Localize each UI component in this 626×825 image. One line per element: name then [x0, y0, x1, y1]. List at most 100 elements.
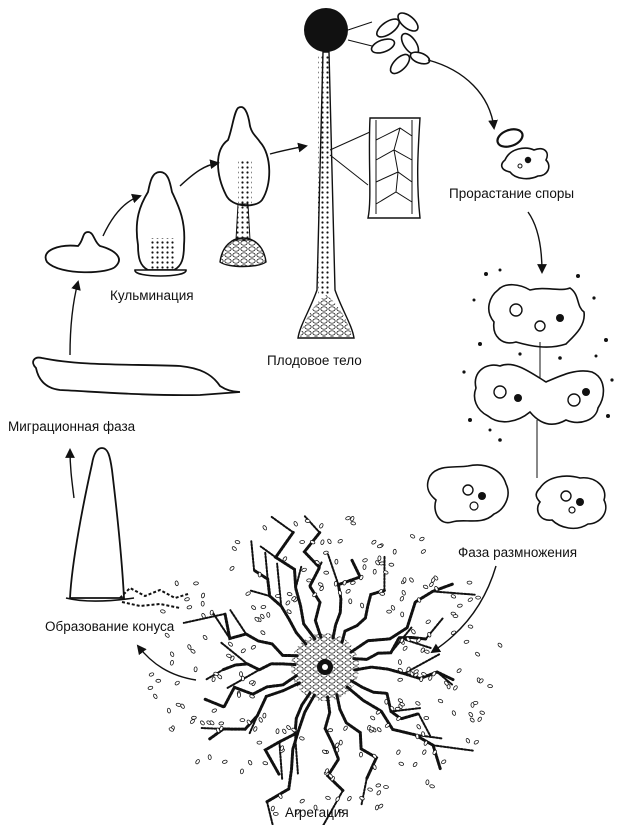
amoeba-cell: [375, 804, 379, 811]
amoeba-cell: [371, 539, 377, 545]
amoeba-cell: [164, 632, 170, 638]
amoeba-cell: [337, 590, 343, 596]
amoeba-cell: [422, 584, 429, 589]
amoeba-cell: [369, 726, 375, 731]
amoeba-cell: [201, 613, 206, 619]
aggregation-branch: [269, 515, 295, 534]
amoeba-cell: [376, 727, 382, 733]
amoeba-cell: [200, 600, 205, 607]
amoeba-cell: [202, 635, 208, 640]
amoeba-cell: [193, 666, 198, 673]
amoeba-cell: [457, 603, 463, 608]
amoeba-cell: [379, 591, 386, 596]
amoeba-cell: [338, 739, 343, 746]
amoeba-cell: [399, 702, 405, 707]
amoeba-cell: [348, 598, 353, 605]
cycle-arrows: [65, 59, 547, 681]
amoeba-cell: [337, 809, 344, 814]
amoeba-cell: [475, 595, 481, 600]
amoeba-cell: [413, 669, 419, 674]
amoeba-cell: [375, 783, 382, 788]
amoeba-cell: [319, 523, 324, 529]
amoeba-cell: [431, 577, 436, 583]
label-aggregation: Агрегация: [285, 805, 349, 820]
amoeba-cell: [253, 726, 258, 732]
aggregation-stream: [222, 662, 297, 672]
amoeba-cell: [174, 680, 180, 686]
amoeba-cell: [291, 596, 297, 602]
amoeba-cell: [334, 558, 339, 565]
amoeba-cell: [248, 680, 255, 685]
amoeba-cell: [160, 609, 166, 614]
amoeba-cell: [169, 660, 174, 666]
amoeba-cell: [211, 708, 217, 713]
amoeba-cell: [222, 759, 228, 764]
amoeba-cell: [478, 678, 484, 684]
aggregation-branch: [259, 545, 277, 559]
amoeba-cell: [187, 644, 192, 650]
amoeba-cell: [412, 761, 418, 768]
amoeba-cell: [270, 805, 275, 812]
amoeba-cell: [347, 796, 352, 802]
aggregation-branch: [294, 732, 299, 775]
label-migration-phase: Миграционная фаза: [8, 419, 136, 434]
amoeba-cell: [398, 761, 405, 766]
aggregation-branch: [182, 612, 226, 624]
aggregation-stream: [335, 693, 379, 781]
amoeba-cell: [402, 577, 407, 583]
amoeba-cell: [419, 676, 424, 682]
amoeba-cell: [174, 580, 179, 587]
amoeba-cell: [314, 559, 320, 565]
amoeba-cell: [406, 636, 411, 642]
amoeba-cell: [396, 749, 401, 755]
amoeba-cell: [370, 715, 376, 721]
amoeba-cell: [286, 725, 291, 731]
amoeba-cell: [389, 705, 395, 712]
amoeba-cell: [286, 609, 292, 614]
amoeba-cell: [360, 602, 365, 609]
amoeba-cell: [350, 515, 355, 522]
amoeba-left: [426, 464, 509, 524]
amoeba-cell: [239, 768, 244, 775]
amoeba-cell: [421, 731, 426, 737]
amoeba-cell: [219, 725, 224, 732]
arrow-to-reproduction: [527, 211, 547, 274]
amoeba-cell: [372, 568, 377, 575]
amoeba-cell: [240, 675, 245, 682]
aggregation-branch: [432, 744, 474, 752]
amoeba-cell: [416, 637, 421, 643]
spores-cluster: [347, 12, 431, 75]
amoeba-cell: [282, 728, 287, 734]
amoeba-cell: [229, 566, 235, 571]
label-reproduction-phase: Фаза размножения: [458, 545, 578, 560]
amoeba-cell: [295, 809, 300, 815]
amoeba-cell: [350, 580, 356, 585]
culmination-stage-2: [134, 171, 187, 277]
amoeba-cell: [473, 739, 479, 745]
amoeba-cell: [467, 597, 473, 602]
amoeba-cell: [239, 671, 243, 677]
amoeba-cell: [390, 605, 396, 611]
amoeba-cell: [376, 790, 382, 796]
aggregation-branch: [212, 612, 231, 640]
amoeba-cell: [421, 672, 427, 677]
amoeba-cell: [333, 580, 338, 587]
amoeba-cell: [147, 685, 154, 690]
amoeba-cell: [394, 706, 401, 711]
amoeba-cell: [207, 754, 212, 760]
amoeba-cell: [312, 592, 318, 598]
amoeba-cell: [475, 651, 481, 657]
amoeba-cell: [419, 536, 425, 542]
aggregation-branch: [249, 589, 271, 597]
amoeba-cell: [249, 694, 255, 699]
amoeba-cell: [226, 653, 232, 658]
amoeba-cell: [428, 675, 433, 681]
arrow-to-stage-3: [179, 159, 220, 187]
aggregation-branch: [276, 562, 283, 608]
aggregation-branch: [264, 550, 269, 581]
amoeba-cell: [313, 804, 318, 811]
aggregation-stream: [353, 665, 455, 682]
amoeba-cell: [397, 677, 403, 682]
amoeba-cell: [431, 671, 437, 677]
